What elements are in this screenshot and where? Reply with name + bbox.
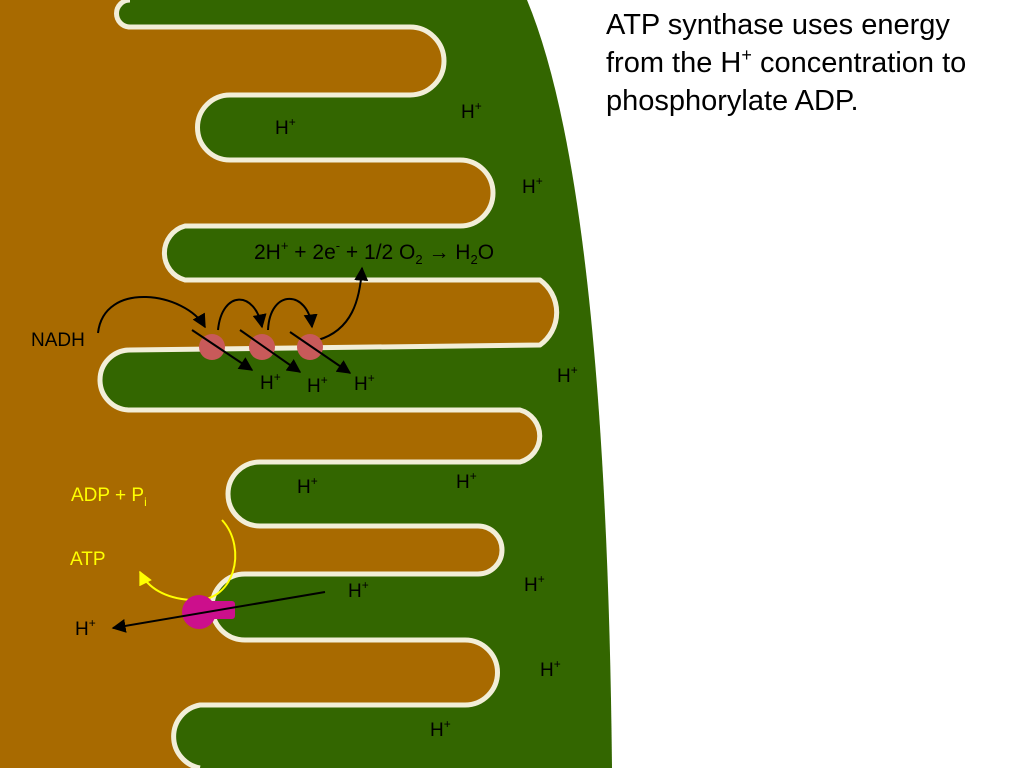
water-formation-equation: 2H+ + 2e- + 1/2 O2 → H2O [254,238,494,267]
nadh-label: NADH [31,330,85,351]
proton-pump-arrow-1 [191,329,254,371]
inner-membrane [97,0,560,768]
mitochondrial-matrix [0,0,557,768]
proton-label: H+ [260,370,281,394]
caption-line-3: phosphorylate ADP. [606,85,859,117]
electron-hop-arrow-1 [217,298,267,331]
proton-flow-arrow [111,591,326,633]
electron-carrier-1 [199,334,225,360]
proton-label: H+ [75,616,96,640]
oxygen-arrow [317,266,369,341]
proton-label: H+ [456,469,477,493]
proton-pump-arrow-2 [239,329,302,373]
caption-text: ATP synthase uses energy from the H+ con… [606,6,1016,120]
proton-label: H+ [348,578,369,602]
proton-label: H+ [275,115,296,139]
proton-label: H+ [557,363,578,387]
caption-line-1: ATP synthase uses energy [606,9,950,41]
proton-label: H+ [522,174,543,198]
electron-hop-arrow-2 [267,298,318,331]
nadh-electron-arrow [97,296,206,334]
caption-line-2: from the H+ concentration to [606,45,967,79]
proton-label: H+ [430,717,451,741]
electron-carrier-3 [297,334,323,360]
proton-label: H+ [540,657,561,681]
adp-label: ADP + Pi [71,485,147,509]
proton-label: H+ [461,99,482,123]
atp-label: ATP [70,549,106,570]
proton-label: H+ [524,572,545,596]
proton-pump-arrow-3 [289,331,352,374]
proton-label: H+ [307,373,328,397]
proton-label: H+ [354,371,375,395]
proton-label: H+ [297,474,318,498]
